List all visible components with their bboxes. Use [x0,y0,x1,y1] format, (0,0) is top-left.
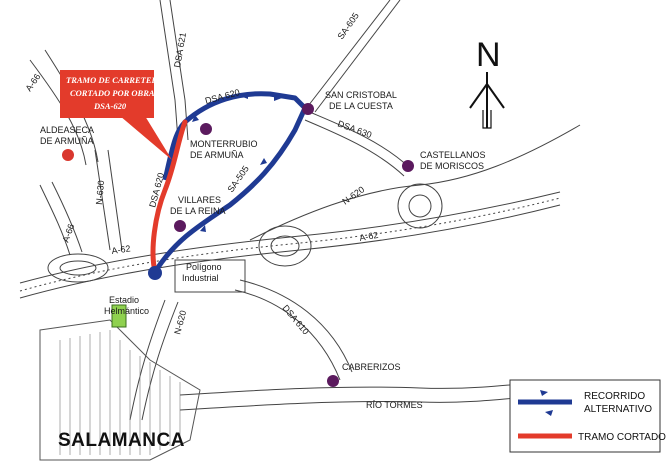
road-label-sa605: SA-605 [335,11,360,41]
callout-pointer [120,116,172,160]
route-closed [150,119,188,275]
poligono-block [174,259,246,293]
road-label-n630: N-630 [94,180,106,205]
callout-line-2: CORTADO POR OBRAS [70,88,160,98]
road-network [19,0,581,461]
town-label-castellanos-1: CASTELLANOS [420,150,486,160]
road-label-a66-low: A-66 [60,222,76,243]
interchange-centre [258,225,312,267]
road-label-a62-right: A-62 [359,230,379,243]
town-label-san-cristobal-2: DE LA CUESTA [329,101,393,111]
road-label-a66-top: A-66 [23,72,42,93]
river-tormes-edge [179,393,561,411]
north-arrow-shaft [482,110,492,129]
interchange-east-inner [408,194,432,218]
city-label: SALAMANCA [58,430,185,451]
town-label-monterrubio-1: MONTERRUBIO [190,139,258,149]
river-tormes [179,379,561,396]
legend-arrow-right-icon [545,410,553,416]
town-marker-castellanos [402,160,414,172]
legend-label-alternative-2: ALTERNATIVO [584,404,652,415]
road-label-a62-left: A-62 [111,243,131,256]
road-dsa610 [234,289,341,381]
road-a62 [19,204,561,299]
town-label-monterrubio-2: DE ARMUÑA [190,150,244,160]
closure-callout: TRAMO DE CARRETERA CORTADO POR OBRAS DSA… [60,70,172,160]
interchange-east [397,183,443,229]
road-dsa630 [304,109,411,169]
road-n630 [94,149,111,251]
legend-arrow-left-icon [540,390,548,396]
legend-label-closed: TRAMO CORTADO [578,432,666,443]
north-label: N [476,36,501,74]
interchange-west [47,253,109,283]
route-arrows [192,93,282,232]
callout-line-3: DSA-620 [93,101,127,111]
interchange-centre-inner [270,235,300,257]
legend-label-alternative-1: RECORRIDO [584,391,645,402]
callout-box [60,70,154,118]
legend-box [509,379,661,453]
town-label-villares-2: DE LA REINA [170,206,226,216]
town-label-san-cristobal-1: SAN CRISTOBAL [325,90,397,100]
town-label-aldeaseca-1: ALDEASECA [40,125,94,135]
rio-label: RÍO TORMES [366,400,423,410]
road-n620-south-edge [141,301,179,421]
road-a62-median [19,197,561,292]
road-sa605-edge [314,0,401,113]
road-n630-edge [107,149,123,251]
town-marker-monterrubio [200,123,212,135]
estadio-label-line1: Estadio [109,295,139,305]
road-a66-south [39,184,71,256]
road-label-dsa621: DSA 621 [172,32,188,69]
callout-line-1: TRAMO DE CARRETERA [66,75,163,85]
road-a62-edge [19,191,561,284]
north-arrow: N [469,36,505,129]
road-dsa610-edge [239,279,353,373]
urban-hatching [59,330,181,455]
town-label-villares-1: VILLARES [178,195,221,205]
arrow-icon [260,158,267,165]
town-label-cabrerizos: CABRERIZOS [342,362,401,372]
route-start-marker [148,266,162,280]
town-label-aldeaseca-2: DE ARMUÑA [40,136,94,146]
road-label-n620-low: N-620 [172,309,188,335]
arrow-icon [192,115,199,122]
poligono-label-2: Industrial [182,273,219,283]
north-arrow-icon [469,72,505,128]
town-marker-aldeaseca [62,149,74,161]
poligono-label-1: Polígono [186,262,222,272]
road-n620-east [249,124,581,241]
road-label-dsa610: DSA 610 [280,303,310,337]
road-sa605 [304,0,391,111]
road-dsa621 [159,0,179,141]
interchange-west-inner [59,260,97,276]
arrow-icon [240,93,248,99]
town-label-castellanos-2: DE MORISCOS [420,161,484,171]
legend: RECORRIDO ALTERNATIVO TRAMO CORTADO [509,379,666,453]
arrow-icon [274,95,282,101]
road-dsa630-edge [304,119,405,177]
road-dsa621-edge [169,0,189,141]
arrow-icon [200,225,206,232]
estadio-label-line2: Helmántico [104,306,149,316]
town-marker-villares [174,220,186,232]
estadio-marker [111,304,127,328]
road-label-dsa620-top: DSA 620 [204,87,241,106]
road-a66-south-edge [51,181,83,253]
town-marker-cabrerizos [327,375,339,387]
town-marker-san-cristobal [302,103,314,115]
